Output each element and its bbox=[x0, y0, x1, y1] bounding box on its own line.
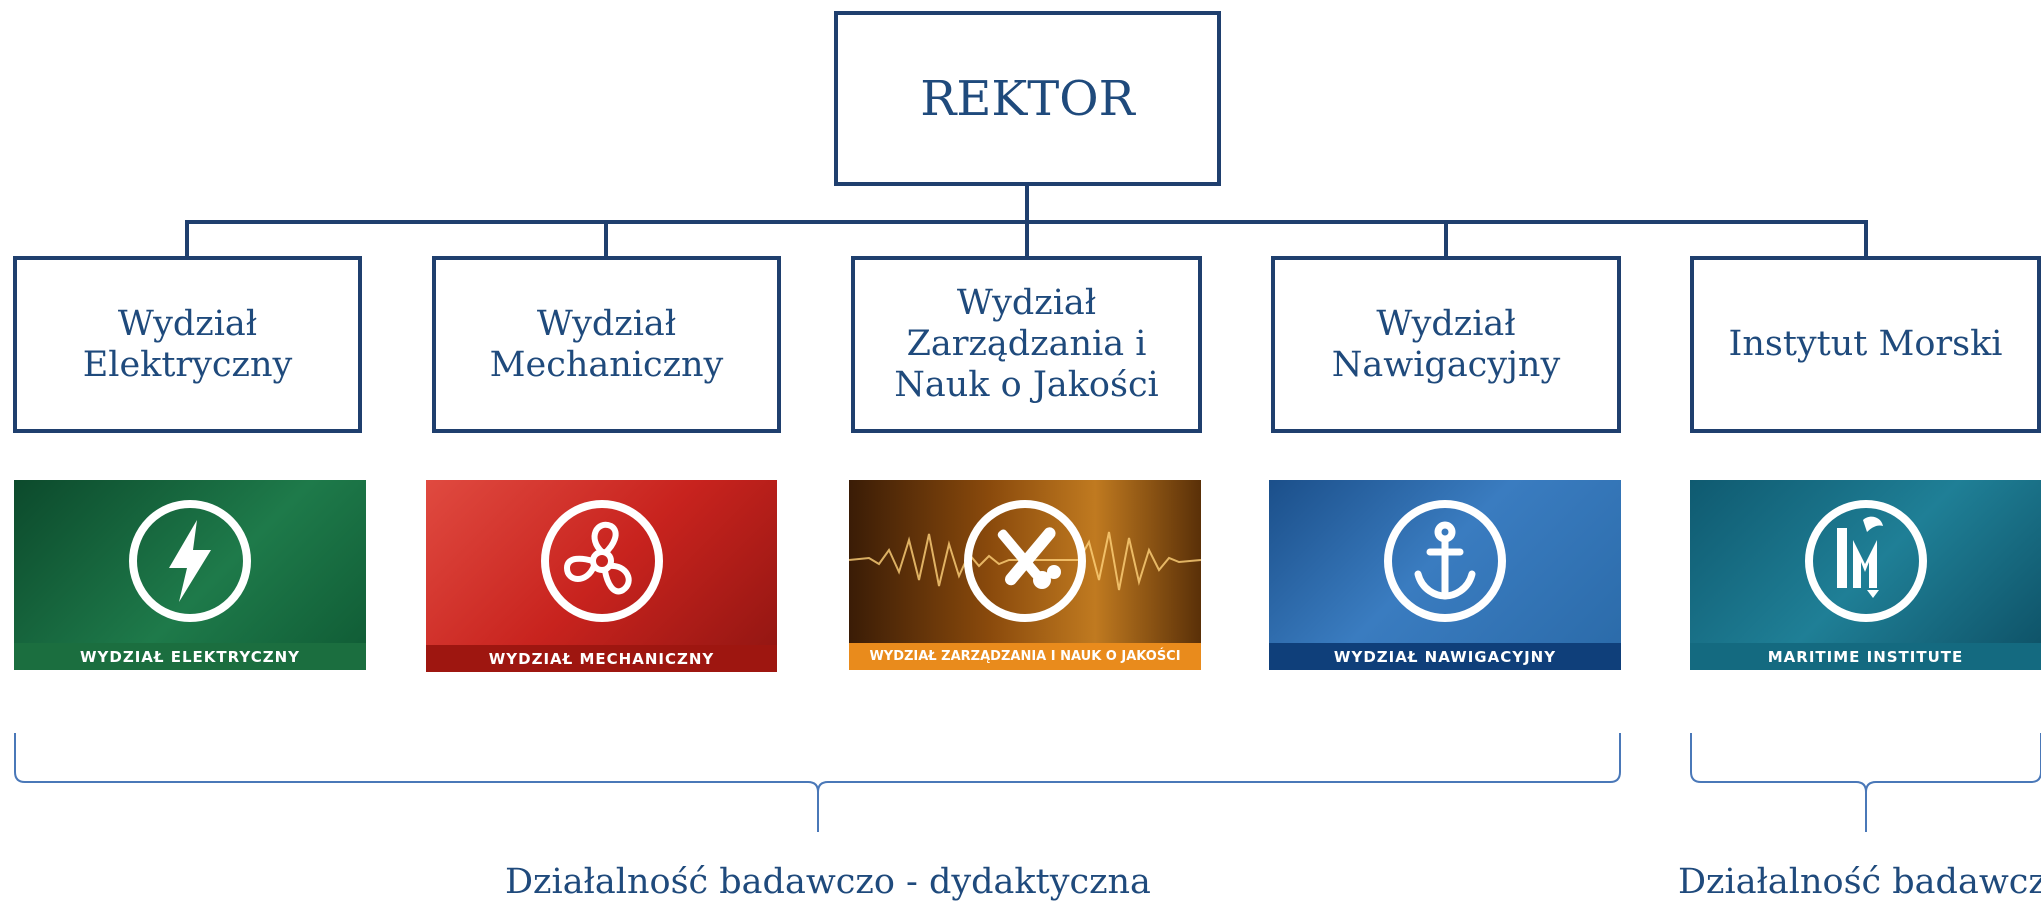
rektor-box: REKTOR bbox=[834, 11, 1221, 186]
unit-box-maritime-institute: Instytut Morski bbox=[1690, 256, 2041, 433]
unit-line: Instytut Morski bbox=[1728, 324, 2003, 364]
lightning-bolt-icon bbox=[129, 500, 251, 622]
unit-line: Nauk o Jakości bbox=[894, 365, 1159, 405]
quality-tools-icon bbox=[964, 500, 1086, 622]
tile-band: MARITIME INSTITUTE bbox=[1690, 643, 2041, 670]
tile-band: WYDZIAŁ MECHANICZNY bbox=[426, 645, 777, 672]
tile-maritime-institute: MARITIME INSTITUTE bbox=[1690, 480, 2041, 670]
tile-management: WYDZIAŁ ZARZĄDZANIA I NAUK O JAKOŚCI bbox=[849, 480, 1201, 670]
tile-band: WYDZIAŁ ELEKTRYCZNY bbox=[14, 643, 366, 670]
unit-line: Elektryczny bbox=[82, 344, 293, 385]
unit-line: Nawigacyjny bbox=[1331, 344, 1561, 385]
anchor-icon bbox=[1384, 500, 1506, 622]
unit-line: Wydział bbox=[956, 283, 1097, 323]
brace-research-teaching bbox=[14, 733, 1621, 832]
tile-electrical: WYDZIAŁ ELEKTRYCZNY bbox=[14, 480, 366, 670]
rektor-label: REKTOR bbox=[920, 70, 1135, 127]
unit-line: Mechaniczny bbox=[489, 344, 724, 385]
waveform-graphic bbox=[849, 531, 1201, 591]
unit-line: Wydział bbox=[536, 303, 677, 344]
tile-band: WYDZIAŁ NAWIGACYJNY bbox=[1269, 643, 1621, 670]
tile-navigation: WYDZIAŁ NAWIGACYJNY bbox=[1269, 480, 1621, 670]
unit-line: Wydział bbox=[117, 303, 258, 344]
propeller-icon bbox=[540, 500, 663, 622]
unit-line: Wydział bbox=[1376, 303, 1516, 344]
maritime-institute-logo-icon bbox=[1804, 500, 1927, 622]
brace-research bbox=[1690, 733, 2041, 832]
tile-band: WYDZIAŁ ZARZĄDZANIA I NAUK O JAKOŚCI bbox=[849, 643, 1201, 670]
unit-line: Zarządzania i bbox=[906, 324, 1147, 364]
caption-research-teaching: Działalność badawczo - dydaktyczna bbox=[505, 862, 1151, 902]
tile-mechanical: WYDZIAŁ MECHANICZNY bbox=[426, 480, 777, 672]
caption-research: Działalność badawcza bbox=[1678, 862, 2041, 902]
